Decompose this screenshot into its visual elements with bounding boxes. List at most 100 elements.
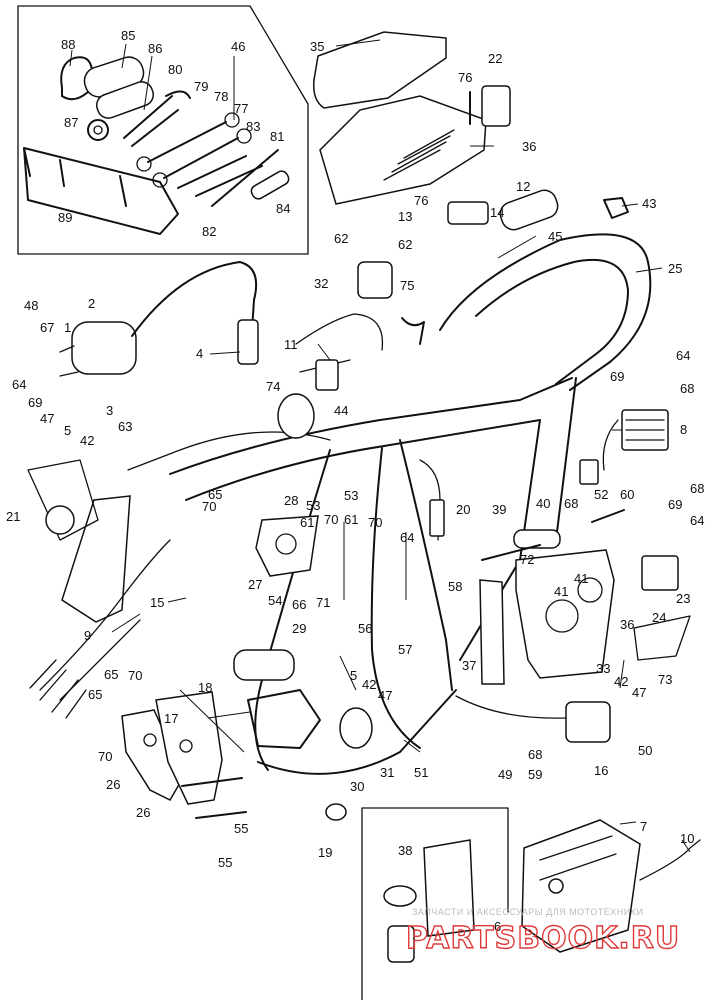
- part-label: 65: [88, 687, 102, 702]
- rectifier-icon: [565, 701, 611, 743]
- part-label: 26: [136, 805, 150, 820]
- part-label: 58: [448, 579, 462, 594]
- part-label: 47: [632, 685, 646, 700]
- part-label: 36: [522, 139, 536, 154]
- part-label: 83: [246, 119, 260, 134]
- part-label: 42: [362, 677, 376, 692]
- part-label: 68: [564, 496, 578, 511]
- part-label: 2: [88, 296, 95, 311]
- bracket-icon: [481, 85, 511, 127]
- bushing-icon: [339, 707, 373, 749]
- part-label: 85: [121, 28, 135, 43]
- seat-icon: [312, 31, 447, 109]
- part-label: 79: [194, 79, 208, 94]
- part-label: 70: [324, 512, 338, 527]
- leader-lines: [69, 39, 691, 853]
- part-label: 43: [642, 196, 656, 211]
- part-label: 10: [680, 831, 694, 846]
- cable-icon: [295, 313, 384, 373]
- part-label: 75: [400, 278, 414, 293]
- part-label: 64: [676, 348, 690, 363]
- part-label: 68: [680, 381, 694, 396]
- tool-bag-icon: [23, 147, 179, 235]
- part-label: 64: [400, 530, 414, 545]
- screwdriver-icon: [211, 149, 279, 207]
- part-label: 73: [658, 672, 672, 687]
- part-label: 53: [306, 498, 320, 513]
- part-label: 37: [462, 658, 476, 673]
- part-label: 69: [610, 369, 624, 384]
- part-labels: 88 85 86 46 80 79 78 77 87 83 81 8 9 84 8…: [6, 28, 704, 934]
- fuse-icon: [387, 925, 415, 963]
- part-label: 42: [80, 433, 94, 448]
- tube-wrench-icon: [250, 170, 290, 200]
- part-label: 84: [276, 201, 290, 216]
- horn-icon: [45, 505, 75, 535]
- part-label: 5: [64, 423, 71, 438]
- part-label: 77: [234, 101, 248, 116]
- part-label: 49: [498, 767, 512, 782]
- part-label: 82: [202, 224, 216, 239]
- part-label: 62: [398, 237, 412, 252]
- part-label: 57: [398, 642, 412, 657]
- part-label: 88: [61, 37, 75, 52]
- relay-icon: [641, 555, 679, 591]
- part-label: 70: [128, 668, 142, 683]
- part-label: 68: [690, 481, 704, 496]
- part-label: 71: [316, 595, 330, 610]
- watermark: ЗАПЧАСТИ И АКСЕССУАРЫ ДЛЯ МОТОТЕХНИКИ PA…: [405, 907, 680, 957]
- part-label: 26: [106, 777, 120, 792]
- battery-inset: [361, 807, 509, 1000]
- toolkit-inset: [17, 5, 309, 255]
- part-label: 46: [231, 39, 245, 54]
- part-label: 5: [350, 668, 357, 683]
- battery-icon: [521, 819, 641, 953]
- part-label: 86: [148, 41, 162, 56]
- spanner-ring-icon: [87, 119, 109, 141]
- part-label: 14: [490, 205, 504, 220]
- watermark-caption: ЗАПЧАСТИ И АКСЕССУАРЫ ДЛЯ МОТОТЕХНИКИ: [412, 907, 643, 917]
- part-label: 22: [488, 51, 502, 66]
- part-label: 20: [456, 502, 470, 517]
- part-label: 61: [300, 515, 314, 530]
- part-label: 53: [344, 488, 358, 503]
- part-label: 48: [24, 298, 38, 313]
- tool-pouch-icon: [60, 56, 93, 101]
- part-label: 87: [64, 115, 78, 130]
- part-label: 23: [676, 591, 690, 606]
- part-label: 41: [554, 584, 568, 599]
- seat-base-icon: [319, 95, 487, 205]
- part-label: 27: [248, 577, 262, 592]
- part-label: 72: [520, 552, 534, 567]
- part-label: 1: [64, 320, 71, 335]
- part-label: 13: [398, 209, 412, 224]
- part-label: 29: [292, 621, 306, 636]
- part-label: 38: [398, 843, 412, 858]
- part-label: 60: [620, 487, 634, 502]
- part-label: 80: [168, 62, 182, 77]
- switch-icon: [357, 261, 393, 299]
- part-label: 66: [292, 597, 306, 612]
- tube-icon: [499, 189, 559, 231]
- part-label: 8: [680, 422, 687, 437]
- part-label: 76: [458, 70, 472, 85]
- part-label: 67: [40, 320, 54, 335]
- wrench-icon: [147, 121, 263, 197]
- part-label: 15: [150, 595, 164, 610]
- part-label: 78: [214, 89, 228, 104]
- part-label: 44: [334, 403, 348, 418]
- part-label: 30: [350, 779, 364, 794]
- part-label: 31: [380, 765, 394, 780]
- part-label: 47: [40, 411, 54, 426]
- part-label: 16: [594, 763, 608, 778]
- part-label: 55: [234, 821, 248, 836]
- part-label: 21: [6, 509, 20, 524]
- part-label: 64: [12, 377, 26, 392]
- part-label: 55: [218, 855, 232, 870]
- part-label: 76: [414, 193, 428, 208]
- part-label: 81: [270, 129, 284, 144]
- part-label: 7: [640, 819, 647, 834]
- frame: [27, 233, 652, 775]
- part-label: 9: [84, 628, 91, 643]
